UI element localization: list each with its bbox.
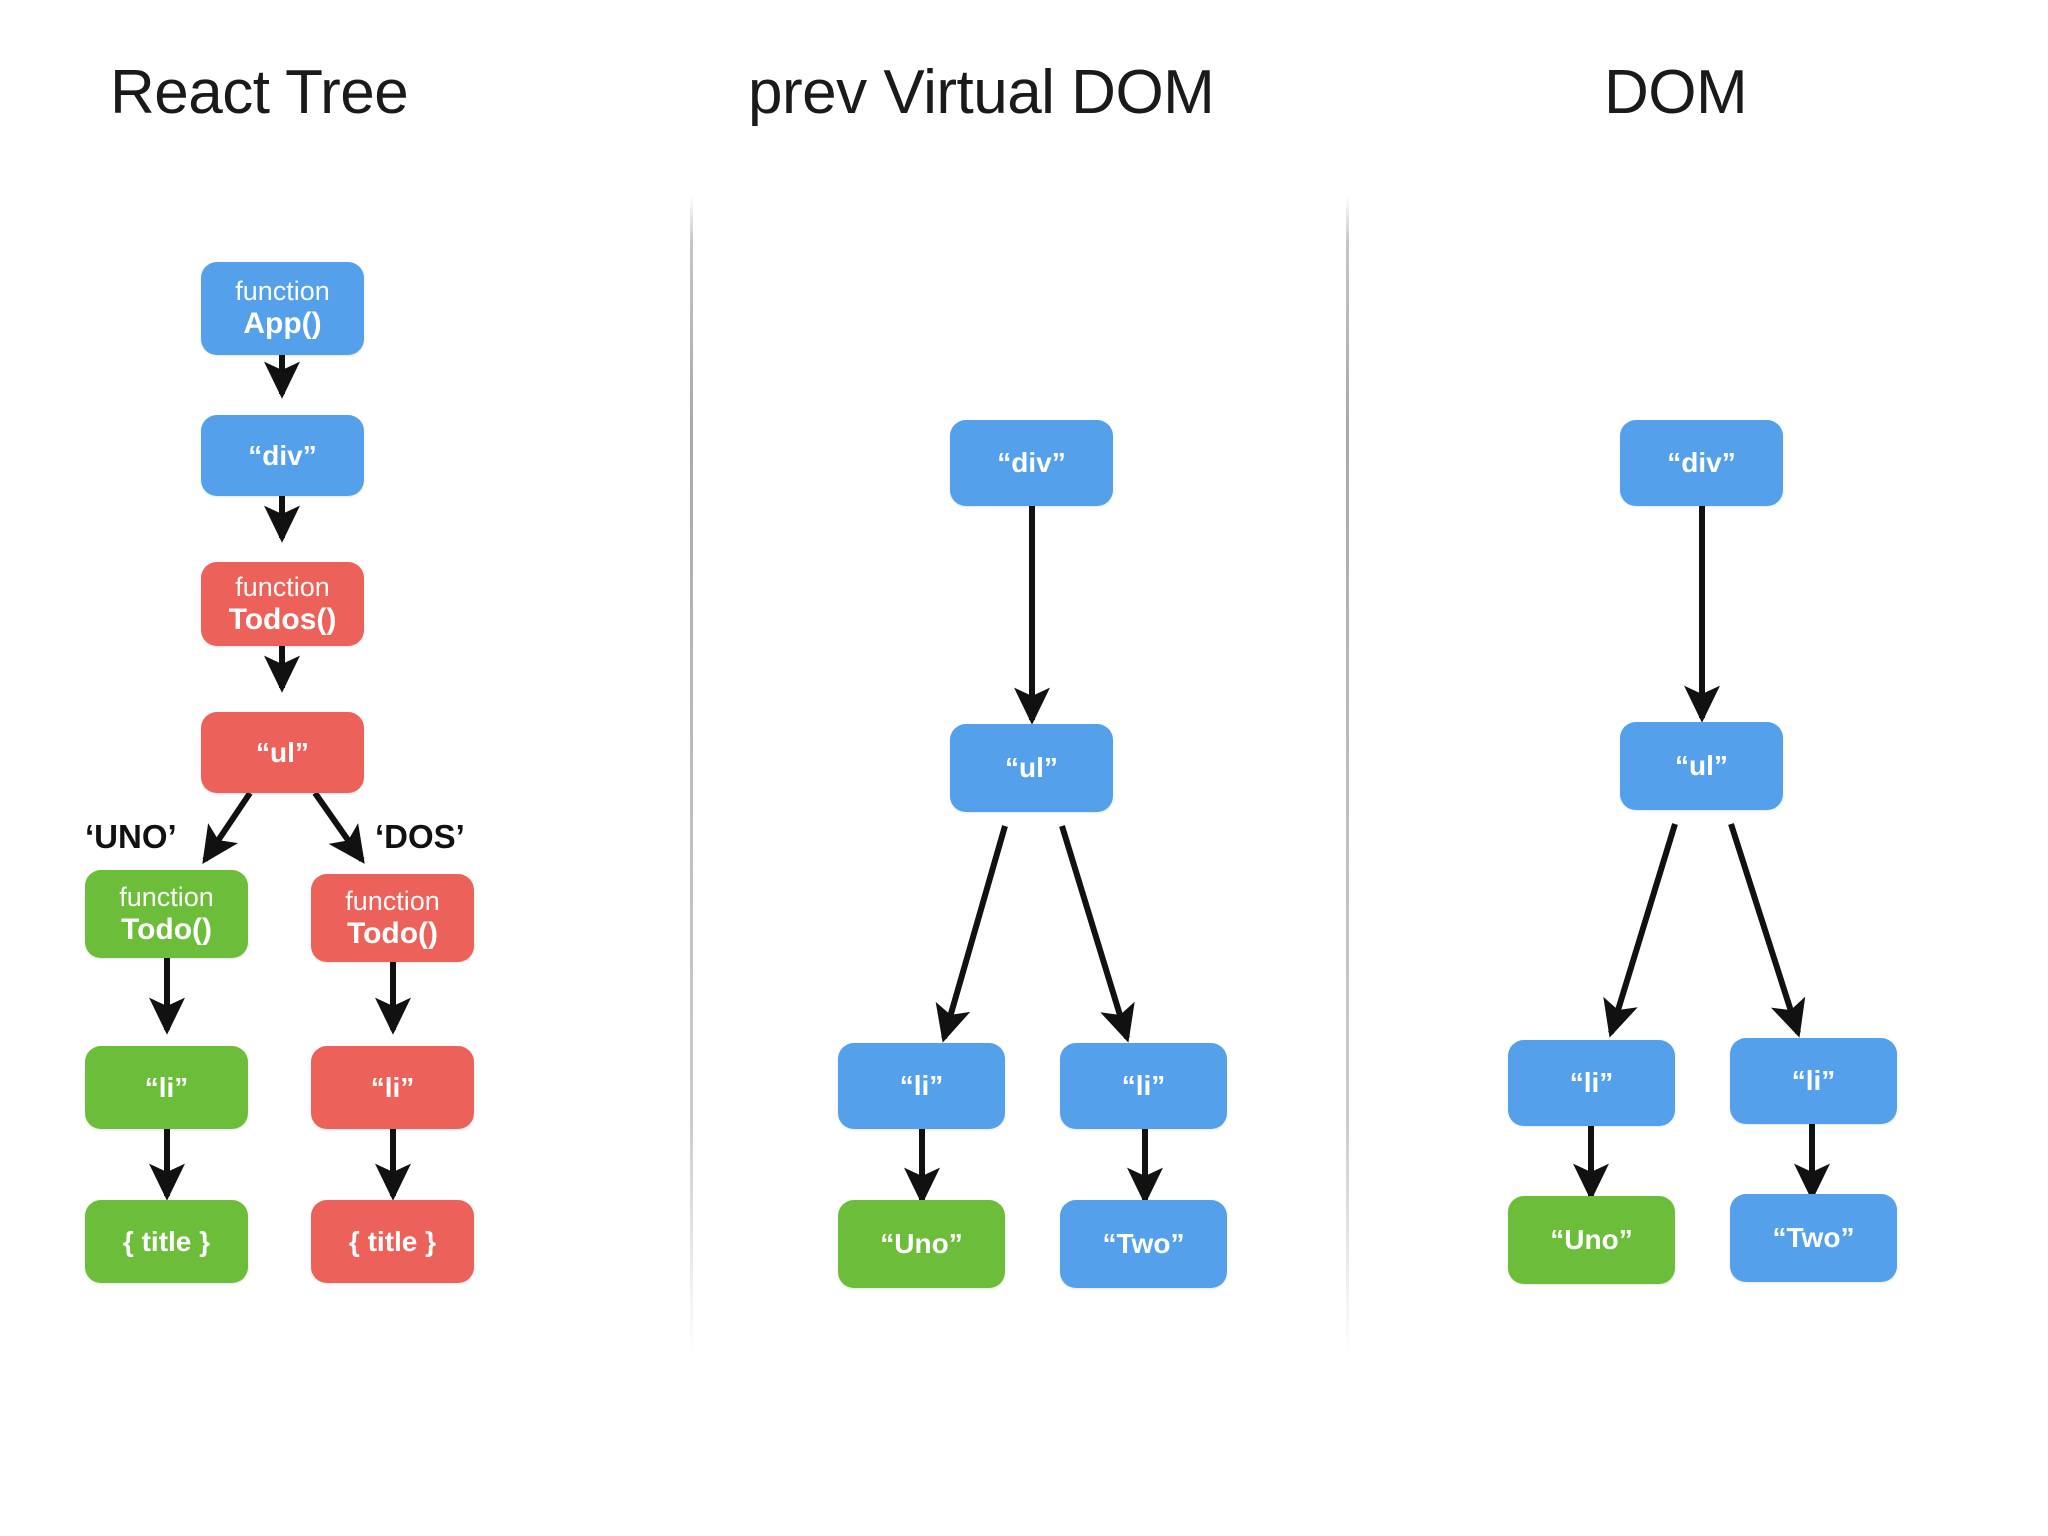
edge-label-dos: ‘DOS’ bbox=[375, 818, 465, 855]
node-tag: “Two” bbox=[1772, 1222, 1855, 1253]
react-node-ul[interactable]: “ul” bbox=[201, 712, 364, 793]
node-keyword: function bbox=[235, 276, 330, 306]
edge-vdom-ul-to-li-left bbox=[935, 825, 1008, 1043]
node-tag: “li” bbox=[370, 1071, 415, 1103]
vdom-node-two[interactable]: “Two” bbox=[1060, 1200, 1227, 1288]
react-node-todo-right[interactable]: function Todo() bbox=[311, 874, 474, 962]
node-keyword: function bbox=[119, 881, 214, 912]
node-tag: { title } bbox=[348, 1225, 437, 1257]
vdom-node-li-right[interactable]: “li” bbox=[1060, 1043, 1227, 1129]
node-keyword: function bbox=[345, 885, 440, 916]
vdom-node-ul[interactable]: “ul” bbox=[950, 724, 1113, 812]
node-tag: “div” bbox=[248, 439, 317, 471]
node-tag: “Uno” bbox=[880, 1228, 963, 1259]
react-node-title-right[interactable]: { title } bbox=[311, 1200, 474, 1283]
react-node-app[interactable]: function App() bbox=[201, 262, 364, 355]
dom-node-li-left[interactable]: “li” bbox=[1508, 1040, 1675, 1126]
react-node-todo-left[interactable]: function Todo() bbox=[85, 870, 248, 958]
node-tag: “li” bbox=[899, 1070, 944, 1101]
edge-ul-to-todo-right bbox=[312, 791, 365, 864]
react-node-li-right[interactable]: “li” bbox=[311, 1046, 474, 1129]
node-tag: “div” bbox=[997, 447, 1066, 478]
dom-node-two[interactable]: “Two” bbox=[1730, 1194, 1897, 1282]
node-tag: “ul” bbox=[1675, 750, 1728, 781]
column-title-dom: DOM bbox=[1604, 58, 1748, 127]
vdom-node-div[interactable]: “div” bbox=[950, 420, 1113, 506]
node-tag: “li” bbox=[1569, 1067, 1614, 1098]
node-name: Todo() bbox=[120, 912, 213, 946]
react-node-todos[interactable]: function Todos() bbox=[201, 562, 364, 646]
node-name: App() bbox=[243, 307, 322, 340]
node-keyword: function bbox=[235, 571, 330, 602]
dom-node-div[interactable]: “div” bbox=[1620, 420, 1783, 506]
node-tag: “li” bbox=[1121, 1070, 1166, 1101]
node-tag: { title } bbox=[122, 1225, 211, 1257]
column-title-prev-virtual-dom: prev Virtual DOM bbox=[748, 58, 1215, 127]
react-node-div[interactable]: “div” bbox=[201, 415, 364, 496]
column-divider-right bbox=[1346, 196, 1349, 1354]
node-tag: “ul” bbox=[256, 736, 309, 768]
node-tag: “Two” bbox=[1102, 1228, 1185, 1259]
dom-node-li-right[interactable]: “li” bbox=[1730, 1038, 1897, 1124]
edge-ul-to-todo-left bbox=[202, 791, 253, 864]
dom-node-ul[interactable]: “ul” bbox=[1620, 722, 1783, 810]
edge-vdom-ul-to-li-right bbox=[1059, 825, 1135, 1043]
node-name: Todo() bbox=[346, 916, 439, 950]
vdom-node-li-left[interactable]: “li” bbox=[838, 1043, 1005, 1129]
edge-dom-ul-to-li-left bbox=[1603, 823, 1678, 1038]
edge-dom-ul-to-li-right bbox=[1728, 823, 1806, 1038]
node-tag: “li” bbox=[1791, 1065, 1836, 1096]
column-divider-left bbox=[690, 196, 693, 1354]
dom-node-uno[interactable]: “Uno” bbox=[1508, 1196, 1675, 1284]
node-tag: “div” bbox=[1667, 447, 1736, 478]
column-title-react-tree: React Tree bbox=[110, 58, 409, 127]
node-name: Todos() bbox=[228, 602, 337, 636]
vdom-node-uno[interactable]: “Uno” bbox=[838, 1200, 1005, 1288]
node-tag: “li” bbox=[144, 1071, 189, 1103]
node-tag: “Uno” bbox=[1550, 1224, 1633, 1255]
node-tag: “ul” bbox=[1005, 752, 1058, 783]
edge-label-uno: ‘UNO’ bbox=[85, 818, 177, 855]
react-node-title-left[interactable]: { title } bbox=[85, 1200, 248, 1283]
react-node-li-left[interactable]: “li” bbox=[85, 1046, 248, 1129]
